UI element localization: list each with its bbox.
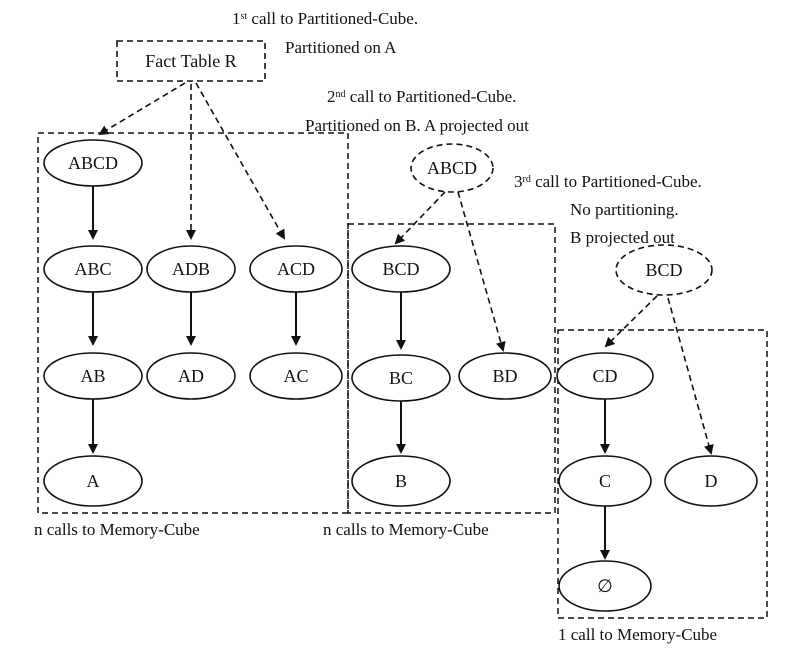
svg-text:ACD: ACD [277,259,315,279]
right-partition-box [557,329,768,619]
svg-text:ABCD: ABCD [427,158,477,178]
node-bcd-third-call: BCD [615,244,713,296]
svg-text:ADB: ADB [172,259,210,279]
svg-text:AB: AB [80,366,105,386]
svg-text:BCD: BCD [645,260,682,280]
node-b: B [351,455,451,507]
node-bc: BC [351,354,451,402]
svg-text:BCD: BCD [382,259,419,279]
svg-text:AC: AC [283,366,308,386]
node-d: D [664,455,758,507]
node-adb: ADB [146,245,236,293]
node-cd: CD [556,352,654,400]
second-call-partition: Partitioned on B. A projected out [305,116,529,135]
fact-table-box [116,40,266,82]
node-ab: AB [43,352,143,400]
node-abcd-root: ABCD [43,139,143,187]
middle-group-label: n calls to Memory-Cube [323,520,489,539]
left-group-label: n calls to Memory-Cube [34,520,200,539]
second-call-label: 2nd call to Partitioned-Cube. [327,87,516,106]
svg-text:∅: ∅ [597,576,613,596]
middle-partition-box [347,223,556,514]
node-a: A [43,455,143,507]
first-call-label: 1st call to Partitioned-Cube. [232,9,418,28]
node-empty-set: ∅ [558,560,652,612]
node-acd: ACD [249,245,343,293]
node-abc: ABC [43,245,143,293]
svg-text:CD: CD [592,366,617,386]
svg-text:AD: AD [178,366,204,386]
third-call-projection: B projected out [570,228,675,247]
node-bd: BD [458,352,552,400]
node-ac: AC [249,352,343,400]
svg-text:D: D [705,471,718,491]
svg-text:BC: BC [389,368,413,388]
third-call-label: 3rd call to Partitioned-Cube. [514,172,702,191]
right-group-label: 1 call to Memory-Cube [558,625,717,644]
first-call-partition: Partitioned on A [285,38,397,57]
svg-text:A: A [87,471,100,491]
third-call-partition: No partitioning. [570,200,679,219]
node-c: C [558,455,652,507]
svg-text:B: B [395,471,407,491]
node-bcd: BCD [351,245,451,293]
node-ad: AD [146,352,236,400]
svg-text:ABCD: ABCD [68,153,118,173]
fact-table-label: Fact Table R [145,51,236,71]
svg-text:BD: BD [492,366,517,386]
svg-text:C: C [599,471,611,491]
svg-text:ABC: ABC [74,259,111,279]
node-abcd-second-call: ABCD [410,143,494,193]
